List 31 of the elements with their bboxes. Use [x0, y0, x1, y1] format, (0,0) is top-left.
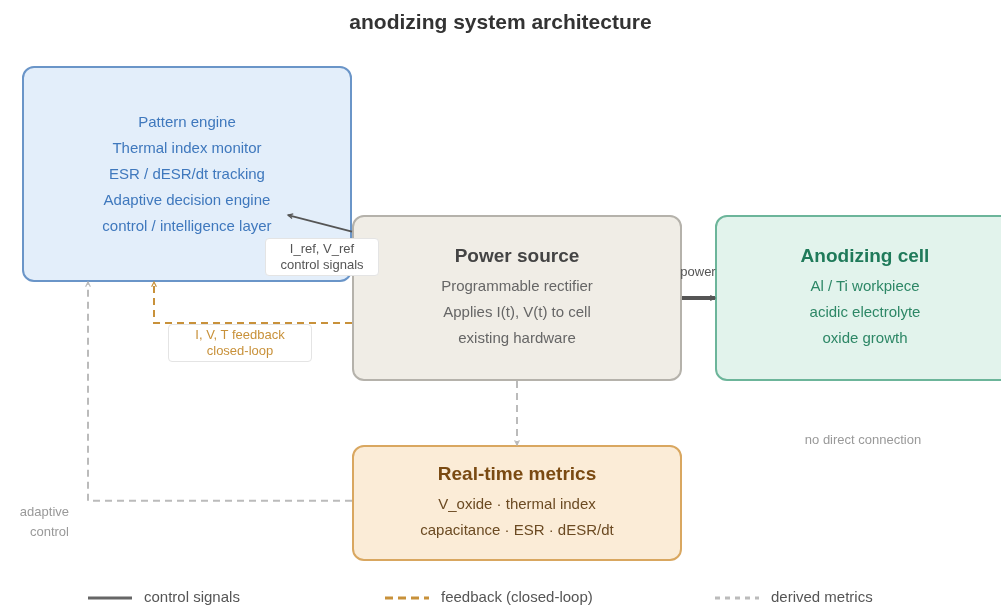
box-text: Thermal index monitor: [112, 138, 262, 158]
box-text: ESR / dESR/dt tracking: [109, 164, 265, 184]
legend-label: derived metrics: [771, 588, 873, 605]
box-title: Anodizing cell: [800, 245, 930, 267]
edge-label: I, V, T feedback closed-loop: [168, 324, 312, 362]
legend-label: control signals: [144, 588, 240, 605]
dashed-arrow: [151, 281, 353, 324]
legend-label: feedback (closed-loop): [441, 588, 593, 605]
component-box: [352, 445, 682, 561]
box-text: Programmable rectifier: [441, 276, 593, 296]
edge-label: I_ref, V_ref control signals: [265, 238, 379, 276]
box-text: acidic electrolyte: [809, 302, 921, 322]
box-text: Pattern engine: [138, 112, 236, 132]
box-text: oxide growth: [822, 328, 908, 348]
arrow: [682, 295, 716, 301]
box-title: Real-time metrics: [437, 463, 597, 485]
box-text: existing hardware: [458, 328, 576, 348]
box-text: Applies I(t), V(t) to cell: [443, 302, 591, 322]
note-text: adaptive control: [18, 503, 69, 541]
component-box: [715, 215, 1001, 381]
box-text: V_oxide · thermal index: [438, 494, 596, 514]
arrow: [287, 213, 353, 233]
box-text: control / intelligence layer: [102, 216, 272, 236]
note-text: no direct connection: [803, 431, 923, 449]
box-text: Adaptive decision engine: [103, 190, 271, 210]
box-text: Al / Ti workpiece: [810, 276, 920, 296]
dashed-arrow: [85, 281, 353, 502]
box-title: Power source: [454, 245, 580, 267]
box-text: capacitance · ESR · dESR/dt: [420, 520, 614, 540]
diagram-title: anodizing system architecture: [348, 10, 653, 34]
dashed-arrow: [514, 380, 520, 446]
